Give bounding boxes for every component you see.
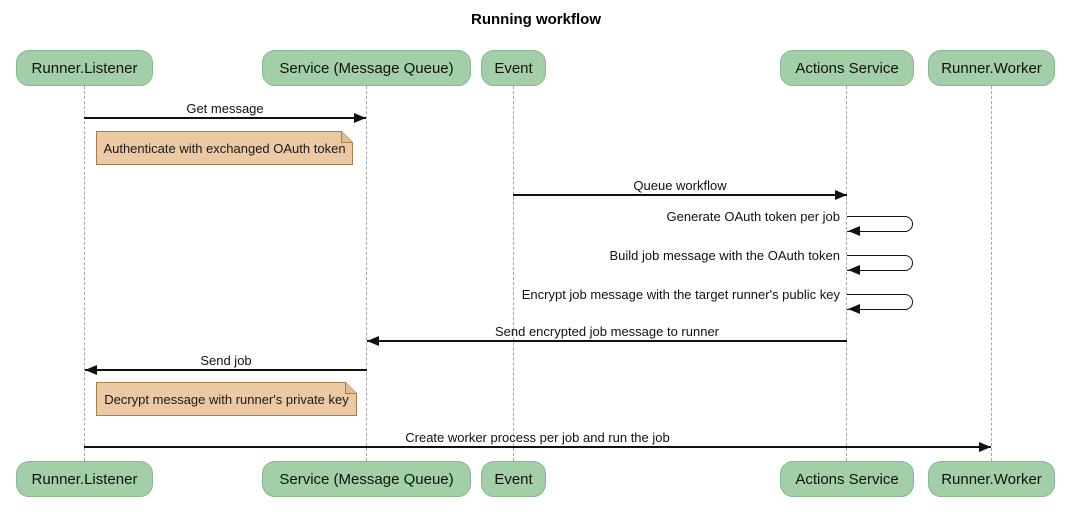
note-shape [96,382,357,416]
message-label-get-message: Get message [186,101,264,116]
message-line [84,446,991,448]
lifeline-actions-service [846,86,847,461]
actor-label: Actions Service [795,470,899,488]
actor-label: Event [494,470,533,488]
arrowhead-left-icon [367,336,379,346]
self-loop [847,216,913,232]
arrowhead-left-icon [848,226,860,236]
actor-label: Service (Message Queue) [279,59,454,77]
message-line [367,340,847,342]
lifeline-runner-worker [991,86,992,461]
actor-label: Runner.Worker [941,470,1042,488]
actor-label: Event [494,59,533,77]
note-authenticate: Authenticate with exchanged OAuth token [96,131,353,165]
note-decrypt: Decrypt message with runner's private ke… [96,382,357,416]
actor-label: Runner.Listener [31,59,138,77]
message-line [85,369,367,371]
message-label-build-job-message: Build job message with the OAuth token [609,248,840,263]
actor-top-runner-listener: Runner.Listener [16,50,153,86]
actor-bottom-service-message-queue: Service (Message Queue) [262,461,471,497]
arrowhead-right-icon [354,113,366,123]
arrowhead-left-icon [848,265,860,275]
note-text: Decrypt message with runner's private ke… [104,391,349,407]
arrowhead-left-icon [848,304,860,314]
diagram-title: Running workflow [471,11,601,28]
arrowhead-left-icon [85,365,97,375]
message-label-queue-workflow: Queue workflow [633,178,727,193]
self-loop [847,294,913,310]
actor-bottom-event: Event [481,461,546,497]
actor-top-runner-worker: Runner.Worker [928,50,1055,86]
actor-bottom-runner-worker: Runner.Worker [928,461,1055,497]
actor-top-service-message-queue: Service (Message Queue) [262,50,471,86]
actor-bottom-actions-service: Actions Service [780,461,914,497]
message-label-send-job: Send job [200,353,252,368]
actor-label: Runner.Worker [941,59,1042,77]
lifeline-runner-listener [84,86,85,461]
message-label-generate-oauth: Generate OAuth token per job [666,209,840,224]
message-line [513,194,847,196]
message-label-create-worker: Create worker process per job and run th… [405,430,670,445]
self-loop [847,255,913,271]
lifeline-event [513,86,514,461]
note-text: Authenticate with exchanged OAuth token [103,140,346,156]
actor-label: Actions Service [795,59,899,77]
lifeline-service-message-queue [366,86,367,461]
message-label-send-encrypted: Send encrypted job message to runner [494,324,720,339]
arrowhead-right-icon [835,190,847,200]
note-shape [96,131,353,165]
message-label-encrypt-job-message: Encrypt job message with the target runn… [521,287,840,302]
actor-label: Service (Message Queue) [279,470,454,488]
arrowhead-right-icon [979,442,991,452]
actor-top-actions-service: Actions Service [780,50,914,86]
actor-bottom-runner-listener: Runner.Listener [16,461,153,497]
actor-label: Runner.Listener [31,470,138,488]
message-line [84,117,366,119]
actor-top-event: Event [481,50,546,86]
